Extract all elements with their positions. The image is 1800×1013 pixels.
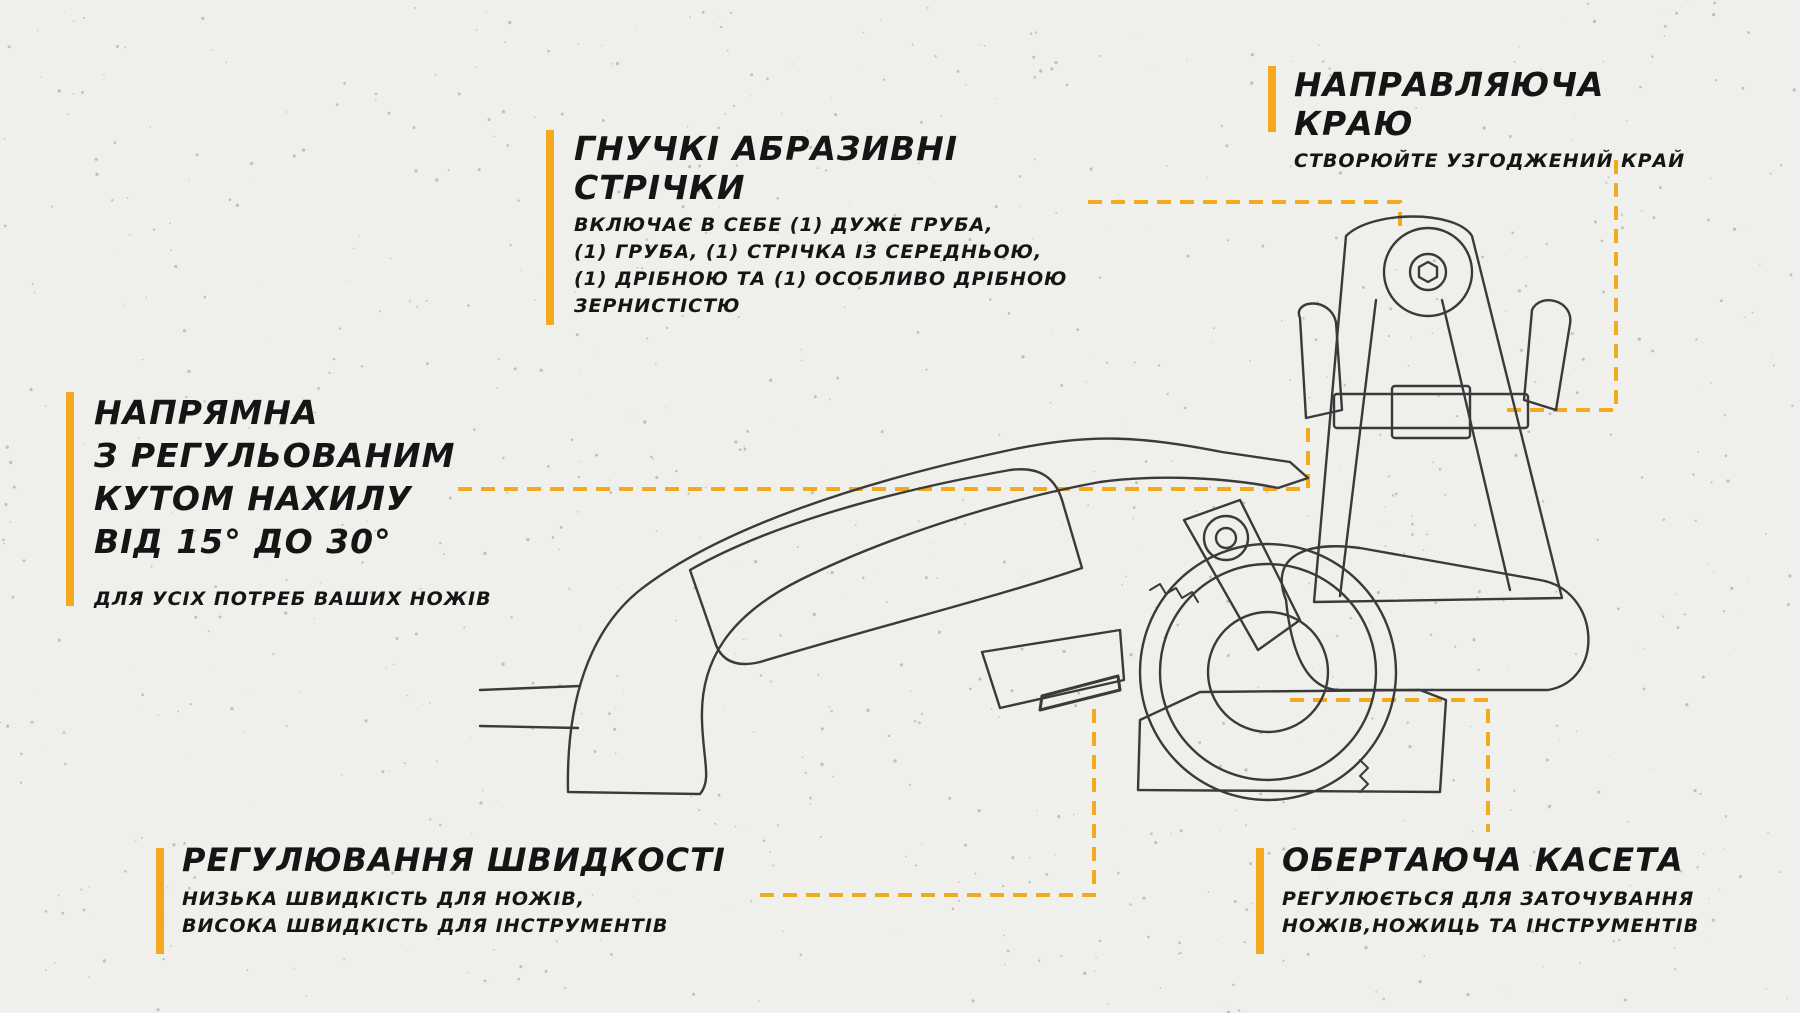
title-line: СТРІЧКИ	[574, 167, 746, 207]
lower-housing	[980, 628, 1126, 710]
cassette-wheel-outer	[1138, 542, 1398, 802]
title-line: КУТОМ НАХИЛУ	[94, 478, 413, 518]
sharpener-outline	[478, 215, 1590, 802]
belt-tower	[1312, 215, 1564, 604]
edge-guide-left	[1297, 302, 1344, 420]
cassette-arm	[1182, 498, 1302, 652]
desc-line: ВИСОКА ШВИДКІСТЬ ДЛЯ ІНСТРУМЕНТІВ	[182, 914, 669, 937]
accent-bar	[546, 130, 554, 325]
abrasive-belts-desc: ВКЛЮЧАЄ В СЕБЕ (1) ДУЖЕ ГРУБА, (1) ГРУБА…	[574, 212, 1106, 320]
callout-abrasive-belts: ГНУЧКІ АБРАЗИВНІ СТРІЧКИ ВКЛЮЧАЄ В СЕБЕ …	[546, 129, 1106, 325]
lower-pulley-housing	[1280, 545, 1590, 692]
callout-speed-control: РЕГУЛЮВАННЯ ШВИДКОСТІ НИЗЬКА ШВИДКІСТЬ Д…	[156, 841, 756, 954]
desc-line: ЗЕРНИСТІСТЮ	[574, 294, 741, 317]
pulley-bolt	[1417, 260, 1439, 284]
power-cord	[478, 684, 582, 730]
desc-line: НИЗЬКА ШВИДКІСТЬ ДЛЯ НОЖІВ,	[182, 887, 586, 910]
leader-speed-control	[760, 700, 1096, 897]
edge-guide-right	[1522, 299, 1572, 412]
edge-guide-desc: СТВОРЮЙТЕ УЗГОДЖЕНИЙ КРАЙ	[1294, 149, 1686, 172]
leader-rotating-cassette	[1290, 698, 1490, 832]
handle-body	[566, 437, 1310, 796]
belt-inner-right	[1440, 298, 1512, 592]
leader-abrasive-belts	[1088, 200, 1402, 232]
abrasive-belts-title: ГНУЧКІ АБРАЗИВНІ СТРІЧКИ	[574, 129, 1106, 208]
leader-lines	[458, 160, 1618, 897]
desc-line: (1) ДРІБНОЮ ТА (1) ОСОБЛИВО ДРІБНОЮ	[574, 267, 1068, 290]
callout-edge-guide: НАПРАВЛЯЮЧА КРАЮ СТВОРЮЙТЕ УЗГОДЖЕНИЙ КР…	[1268, 65, 1728, 175]
accent-bar	[1268, 66, 1276, 132]
desc-line: ВКЛЮЧАЄ В СЕБЕ (1) ДУЖЕ ГРУБА,	[574, 213, 994, 236]
accent-bar	[156, 848, 164, 954]
speed-dial	[1038, 674, 1122, 712]
top-pulley-hub	[1408, 252, 1448, 292]
accent-bar	[66, 392, 74, 606]
desc-line: НОЖІВ,НОЖИЦЬ ТА ІНСТРУМЕНТІВ	[1282, 914, 1700, 937]
title-line: З РЕГУЛЬОВАНИМ	[94, 435, 456, 475]
belt-inner-left	[1338, 298, 1378, 598]
desc-line: (1) ГРУБА, (1) СТРІЧКА ІЗ СЕРЕДНЬОЮ,	[574, 240, 1043, 263]
edge-guide-title: НАПРАВЛЯЮЧА КРАЮ	[1294, 65, 1605, 143]
gear-teeth	[1149, 583, 1369, 793]
angle-guide-title: НАПРЯМНА З РЕГУЛЬОВАНИМ КУТОМ НАХИЛУ ВІД…	[94, 392, 506, 564]
desc-line: РЕГУЛЮЄТЬСЯ ДЛЯ ЗАТОЧУВАННЯ	[1282, 887, 1695, 910]
cassette-knob	[1202, 514, 1250, 562]
top-pulley	[1382, 226, 1474, 318]
rotating-cassette-desc: РЕГУЛЮЄТЬСЯ ДЛЯ ЗАТОЧУВАННЯ НОЖІВ,НОЖИЦЬ…	[1282, 886, 1756, 940]
speed-control-title: РЕГУЛЮВАННЯ ШВИДКОСТІ	[182, 841, 726, 879]
cassette-wheel-mid	[1158, 562, 1378, 782]
callout-rotating-cassette: ОБЕРТАЮЧА КАСЕТА РЕГУЛЮЄТЬСЯ ДЛЯ ЗАТОЧУВ…	[1256, 841, 1756, 954]
rotating-cassette-title: ОБЕРТАЮЧА КАСЕТА	[1282, 841, 1684, 879]
cassette-wheel-inner	[1206, 610, 1330, 734]
edge-guide-block	[1390, 384, 1472, 440]
callout-angle-guide: НАПРЯМНА З РЕГУЛЬОВАНИМ КУТОМ НАХИЛУ ВІД…	[66, 392, 506, 613]
title-line: НАПРЯМНА	[94, 393, 319, 432]
title-line: ГНУЧКІ АБРАЗИВНІ	[574, 129, 959, 168]
title-line: ВІД 15° ДО 30°	[94, 521, 392, 561]
angle-guide-desc: ДЛЯ УСІХ ПОТРЕБ ВАШИХ НОЖІВ	[94, 587, 492, 610]
edge-guide-clamp	[1332, 392, 1530, 430]
speed-control-desc: НИЗЬКА ШВИДКІСТЬ ДЛЯ НОЖІВ, ВИСОКА ШВИДК…	[182, 886, 756, 940]
cassette-knob-center	[1214, 526, 1238, 550]
leader-angle-guide	[458, 420, 1310, 491]
accent-bar	[1256, 848, 1264, 954]
leader-edge-guide	[1500, 160, 1618, 412]
grip-panel	[688, 468, 1084, 666]
